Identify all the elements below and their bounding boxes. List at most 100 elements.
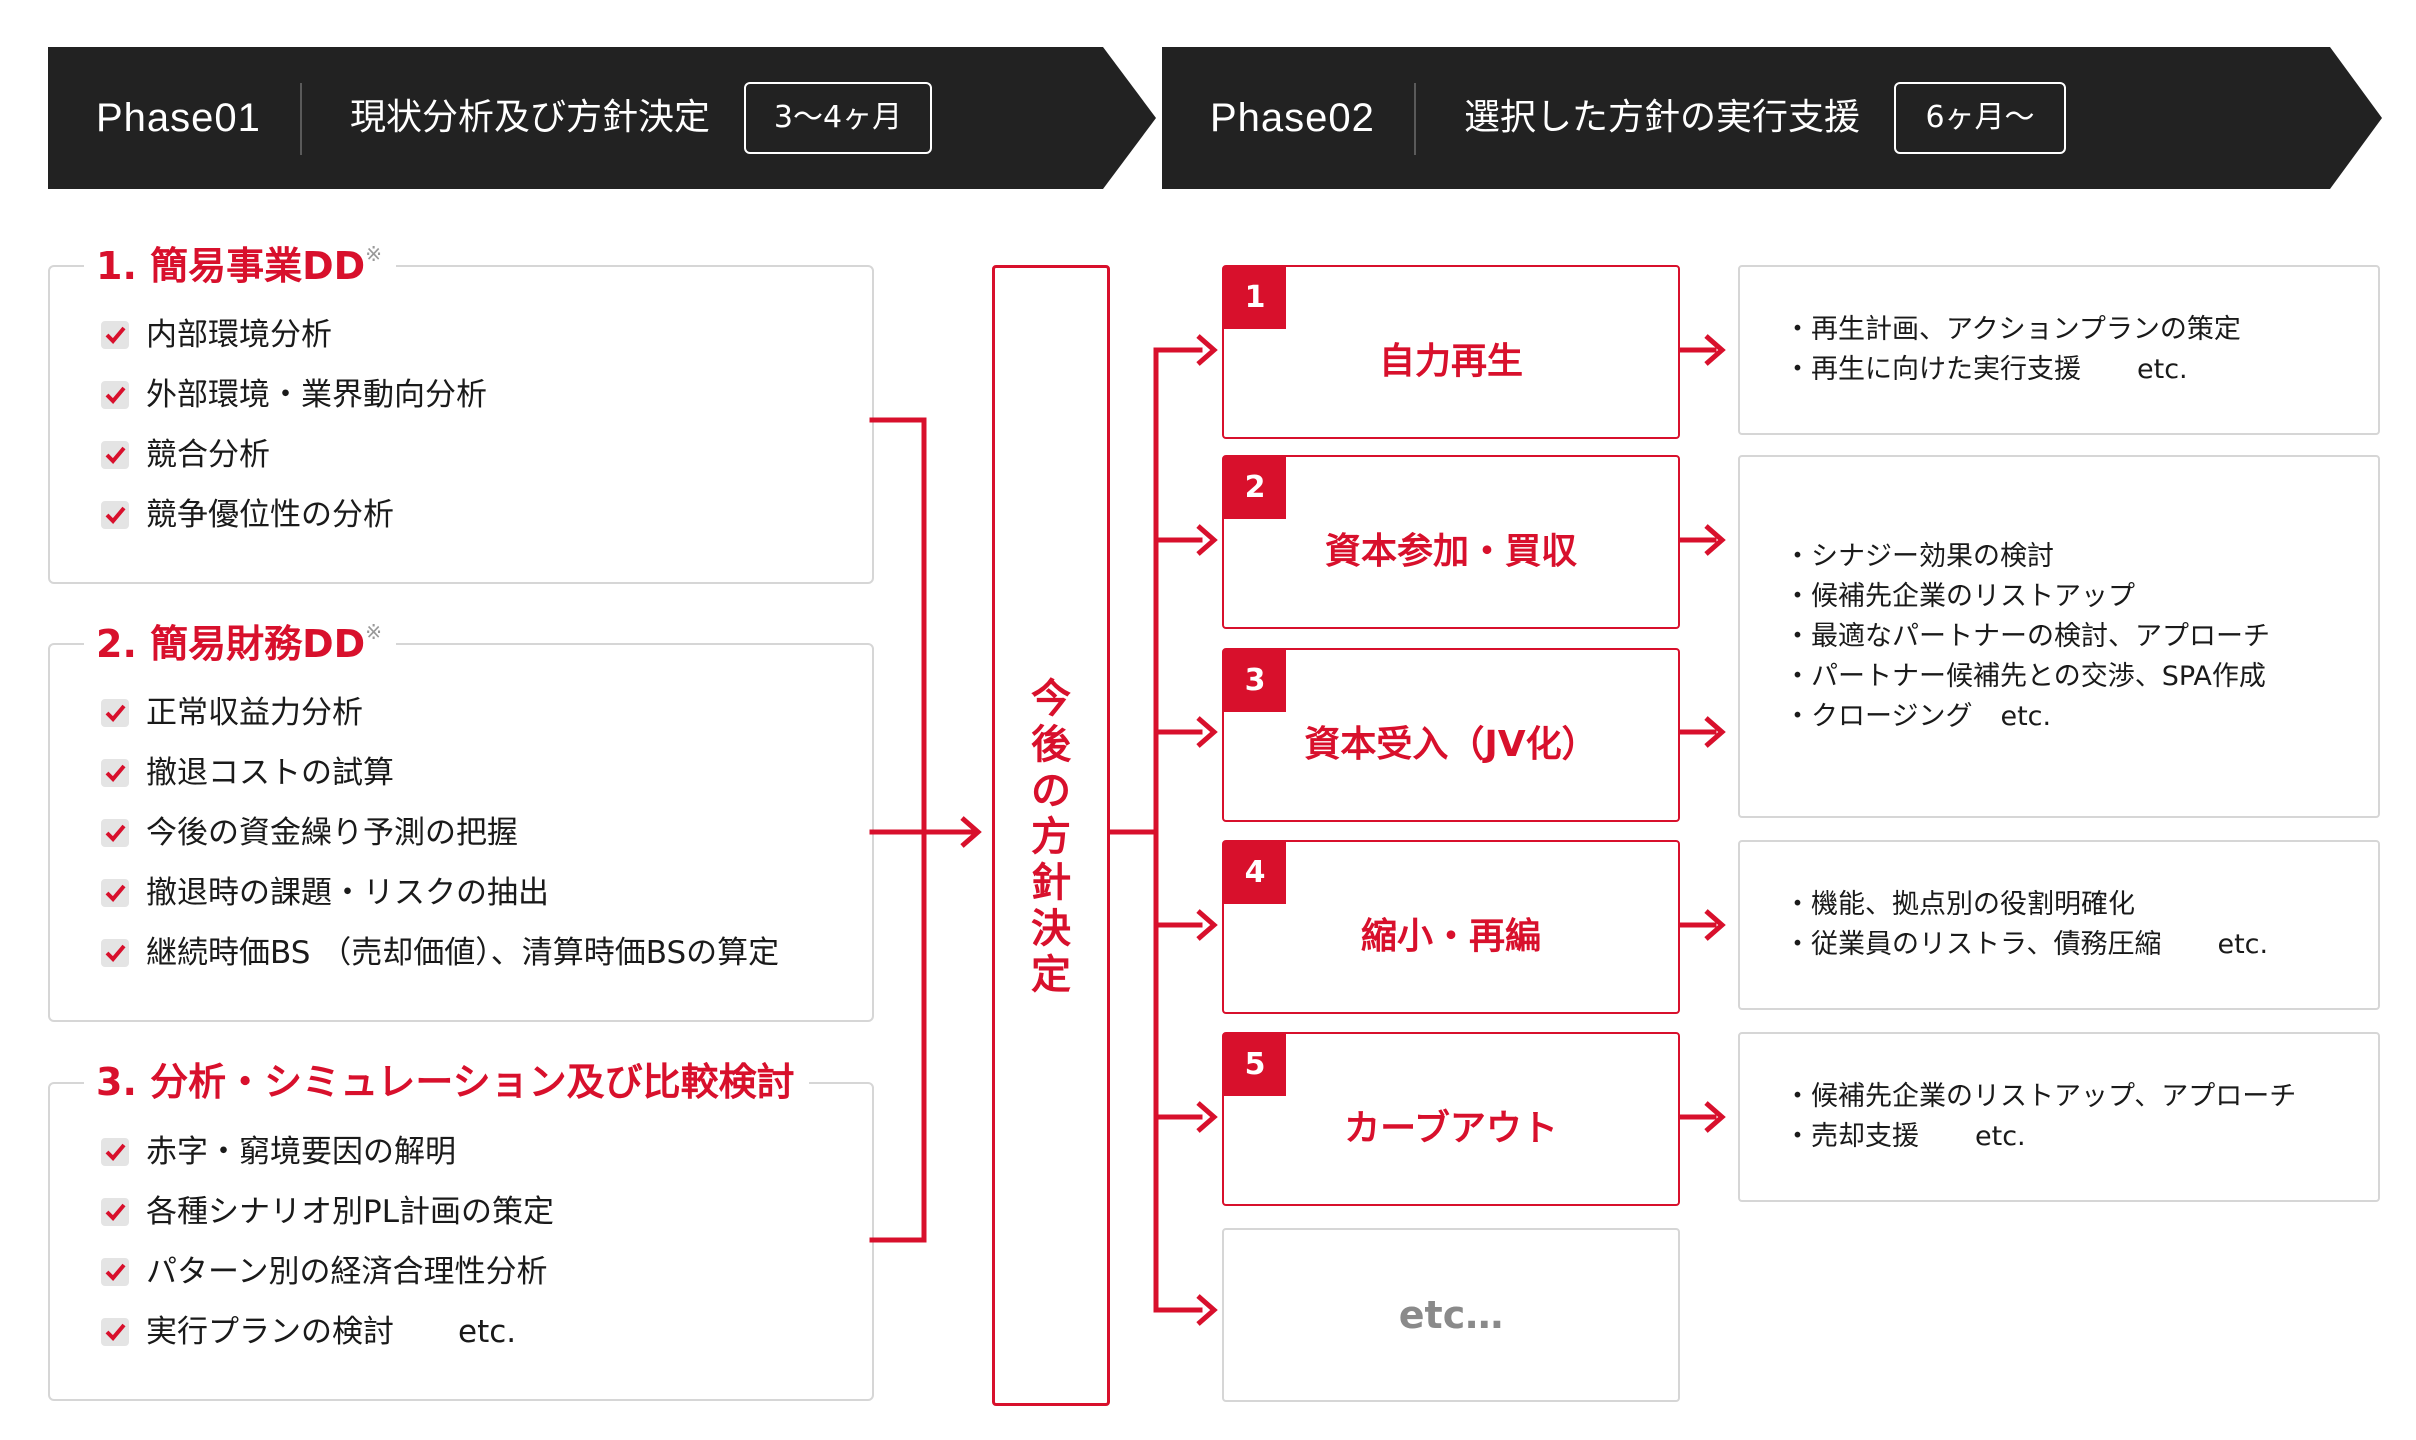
list-item: 競合分析 [101,433,270,477]
detail-line: ・シナジー効果の検討 [1784,540,2054,572]
list-item-text: 今後の資金繰り予測の把握 [146,815,518,851]
detail-line-text: ・クロージング [1784,700,1973,732]
decision-char: 後 [1031,722,1071,768]
list-item-text: 赤字・窮境要因の解明 [146,1134,456,1170]
option-label: カーブアウト [1344,1108,1558,1149]
option-label: 資本受入（JV化） [1304,724,1598,765]
detail-line: ・再生計画、アクションプランの策定 [1784,314,2241,345]
checkbox-check-icon [101,1198,129,1226]
phase02-title: 選択した方針の実行支援 [1464,97,1861,138]
section-number: 1. [96,244,137,288]
option-1: 1 自力再生 [1222,265,1680,439]
list-item: 正常収益力分析 [101,691,363,735]
detail-line: ・機能、拠点別の役割明確化 [1784,889,2135,920]
checkbox-check-icon [101,1258,129,1286]
detail-box-3: ・機能、拠点別の役割明確化 ・従業員のリストラ、債務圧縮 etc. [1738,840,2380,1010]
section-title: 簡易事業DD [150,244,366,288]
list-item-text: 撤退時の課題・リスクの抽出 [146,875,549,911]
phase02-duration: 6ヶ月〜 [1894,82,2066,154]
section-3-panel: 赤字・窮境要因の解明 各種シナリオ別PL計画の策定 パターン別の経済合理性分析 … [48,1082,874,1401]
option-label: 資本参加・買収 [1324,531,1577,572]
option-etc: etc… [1222,1228,1680,1402]
section-2-heading: 2. 簡易財務DD※ [84,614,396,674]
etc-text: etc. [1975,1121,2026,1152]
option-number-badge: 4 [1224,842,1286,904]
phase01-title: 現状分析及び方針決定 [350,97,711,138]
checkbox-check-icon [101,879,129,907]
list-item: 外部環境・業界動向分析 [101,373,487,417]
detail-line: ・最適なパートナーの検討、アプローチ [1784,620,2270,652]
phase02-divider [1414,83,1416,155]
option-label: 自力再生 [1378,341,1523,382]
section-title: 分析・シミュレーション及び比較検討 [150,1060,795,1104]
decision-label: 今 後 の 方 針 決 定 [995,676,1107,998]
decision-char: 決 [1031,906,1071,952]
list-item: 撤退コストの試算 [101,751,394,795]
checkbox-check-icon [101,1318,129,1346]
section-number: 2. [96,622,137,666]
detail-box-2: ・シナジー効果の検討 ・候補先企業のリストアップ ・最適なパートナーの検討、アプ… [1738,455,2380,818]
section-1-heading: 1. 簡易事業DD※ [84,236,396,296]
section-title: 簡易財務DD [150,622,366,666]
list-item: 内部環境分析 [101,313,332,357]
checkbox-check-icon [101,381,129,409]
checkbox-check-icon [101,501,129,529]
detail-line: ・候補先企業のリストアップ、アプローチ [1784,1081,2297,1112]
phase01-name: Phase01 [96,96,261,140]
detail-line: ・パートナー候補先との交渉、SPA作成 [1784,660,2266,692]
detail-line-text: ・従業員のリストラ、債務圧縮 [1784,929,2162,960]
etc-text: etc. [2000,700,2052,732]
phase01-banner: Phase01 現状分析及び方針決定 3〜4ヶ月 [48,47,1156,189]
checkbox-check-icon [101,759,129,787]
list-item: パターン別の経済合理性分析 [101,1250,548,1294]
detail-box-4: ・候補先企業のリストアップ、アプローチ ・売却支援 etc. [1738,1032,2380,1202]
phase02-banner-shape [1162,47,2382,189]
option-number-badge: 5 [1224,1034,1286,1096]
list-item: 各種シナリオ別PL計画の策定 [101,1190,554,1234]
etc-text: etc. [458,1314,517,1350]
list-item: 今後の資金繰り予測の把握 [101,811,518,855]
list-item-text: 撤退コストの試算 [146,755,394,791]
decision-char: の [1031,768,1071,814]
checkbox-check-icon [101,819,129,847]
detail-line-text: ・売却支援 [1784,1121,1919,1152]
option-number-badge: 2 [1224,457,1286,519]
detail-line-text: ・再生に向けた実行支援 [1784,354,2081,385]
list-item: 競争優位性の分析 [101,493,394,537]
checkbox-check-icon [101,939,129,967]
list-item-text: 外部環境・業界動向分析 [146,377,487,413]
decision-box: 今 後 の 方 針 決 定 [992,265,1110,1406]
etc-text: etc. [2217,929,2269,960]
checkbox-check-icon [101,699,129,727]
etc-text: etc. [2137,354,2188,385]
section-2-panel: 正常収益力分析 撤退コストの試算 今後の資金繰り予測の把握 撤退時の課題・リスク… [48,643,874,1022]
option-2: 2 資本参加・買収 [1222,455,1680,629]
list-item-text: パターン別の経済合理性分析 [146,1254,548,1290]
section-3-heading: 3. 分析・シミュレーション及び比較検討 [84,1052,809,1112]
detail-line: ・売却支援 etc. [1784,1117,2378,1157]
checkbox-check-icon [101,1138,129,1166]
option-label: 縮小・再編 [1360,916,1541,957]
detail-line: ・候補先企業のリストアップ [1784,580,2135,612]
list-item: 撤退時の課題・リスクの抽出 [101,871,549,915]
decision-char: 今 [1031,676,1071,722]
list-item-text: 競合分析 [146,437,270,473]
decision-char: 方 [1031,814,1071,860]
detail-line: ・再生に向けた実行支援 etc. [1784,350,2378,390]
option-4: 4 縮小・再編 [1222,840,1680,1014]
list-item-text: 正常収益力分析 [146,695,363,731]
note-mark: ※ [365,242,382,266]
option-number-badge: 3 [1224,650,1286,712]
option-3: 3 資本受入（JV化） [1222,648,1680,822]
phase02-banner: Phase02 選択した方針の実行支援 6ヶ月〜 [1162,47,2382,189]
decision-char: 定 [1031,952,1071,998]
detail-line: ・従業員のリストラ、債務圧縮 etc. [1784,925,2378,965]
phase02-name: Phase02 [1210,96,1375,140]
list-item: 継続時価BS （売却価値）、清算時価BSの算定 [101,931,780,975]
list-item-text: 継続時価BS （売却価値）、清算時価BSの算定 [146,935,780,971]
detail-line: ・クロージング etc. [1784,697,2378,737]
option-5: 5 カーブアウト [1222,1032,1680,1206]
phase01-divider [300,83,302,155]
list-item-text: 各種シナリオ別PL計画の策定 [146,1194,554,1230]
